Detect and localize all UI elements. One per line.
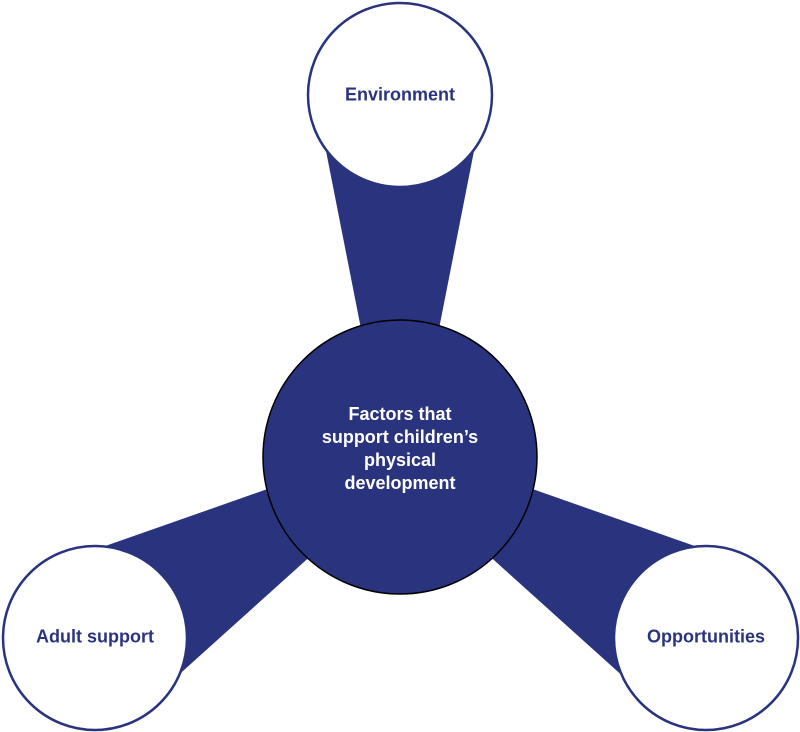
satellite-label-adult-support: Adult support [36, 626, 154, 647]
connector-environment [315, 95, 485, 527]
satellite-label-environment: Environment [344, 84, 456, 105]
opportunities-node-circle [612, 544, 800, 732]
center-label-line-2: support children’s [321, 427, 479, 447]
center-node-label: Factors that support children’s physical… [280, 403, 520, 495]
center-label-line-4: development [344, 473, 456, 493]
center-label-line-1: Factors that [348, 404, 452, 424]
environment-node-circle [306, 1, 494, 189]
satellite-label-opportunities: Opportunities [647, 626, 765, 647]
adult-support-node-circle [1, 544, 189, 732]
center-label-line-3: physical [363, 450, 437, 470]
center-node-circle [262, 319, 538, 595]
